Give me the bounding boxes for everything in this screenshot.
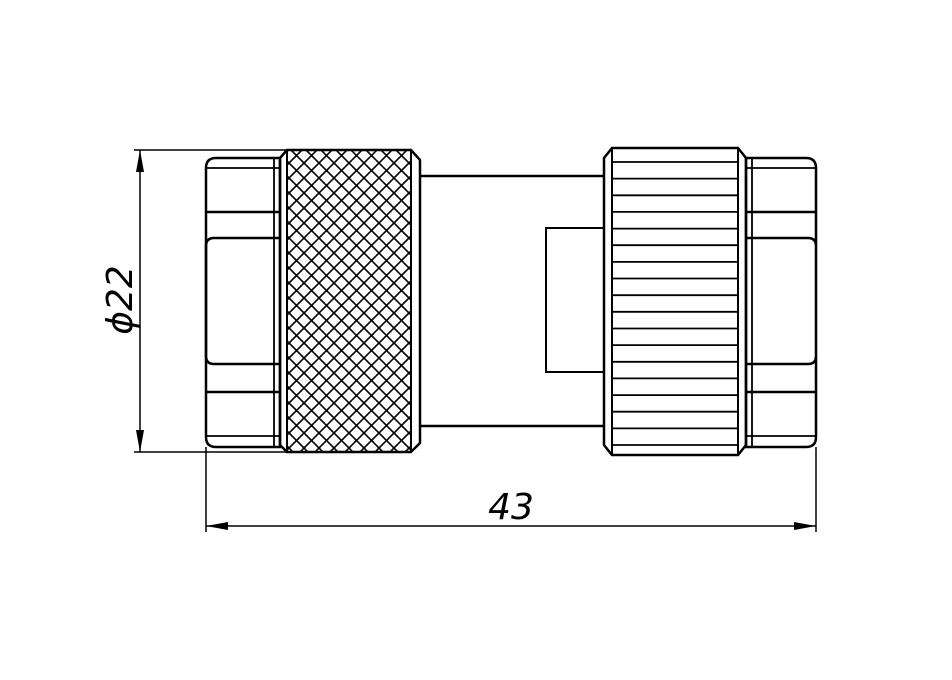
knurl-line [343, 385, 411, 452]
knurl-line [287, 150, 409, 271]
knurl-line [287, 235, 411, 361]
knurl-line [287, 295, 411, 421]
knurl-line [287, 160, 411, 286]
knurl-line [287, 536, 411, 660]
length-dimension-label: 43 [488, 487, 534, 528]
knurl-line [328, 370, 411, 452]
knurl-crosshatch [287, 150, 411, 680]
knurl-line [287, 280, 411, 406]
knurl-line [287, 445, 295, 452]
knurl-line [287, 190, 411, 316]
knurl-line [394, 150, 411, 166]
knurl-line [287, 461, 411, 585]
knurl-line [287, 150, 334, 196]
knurl-line [287, 150, 289, 151]
left-knurled-sleeve [278, 148, 422, 680]
knurl-line [379, 150, 411, 181]
knurl-line [287, 415, 325, 452]
knurl-line [287, 310, 411, 436]
knurl-line [287, 250, 411, 376]
knurl-line [287, 150, 304, 166]
knurl-line [287, 175, 411, 301]
knurl-line [287, 205, 411, 331]
knurl-line [287, 150, 379, 241]
center-body [420, 174, 604, 428]
knurl-line [287, 265, 411, 391]
knurl-line [287, 551, 411, 675]
knurl-line [403, 445, 411, 452]
right-hex-nut [744, 156, 818, 449]
knurl-line [287, 521, 411, 645]
knurl-line [373, 415, 411, 452]
knurl-line [287, 476, 411, 600]
knurl-line [287, 325, 411, 451]
knurl-line [287, 150, 394, 256]
knurl-line [287, 476, 411, 600]
knurl-line [287, 566, 411, 680]
sleeve-ribs [612, 161, 738, 446]
knurl-line [287, 150, 364, 226]
knurl-line [287, 506, 411, 630]
knurl-line [287, 461, 411, 585]
diameter-dimension-label: ϕ22 [100, 265, 141, 335]
knurl-line [358, 400, 411, 452]
knurl-line [287, 491, 411, 615]
knurl-line [287, 521, 411, 645]
knurl-line [287, 150, 319, 181]
right-ribbed-sleeve [602, 146, 748, 457]
knurl-line [287, 506, 411, 630]
diameter-dimension [134, 149, 287, 453]
knurl-line [364, 150, 411, 196]
knurl-line [287, 536, 411, 660]
knurl-line [287, 150, 349, 211]
knurl-line [349, 150, 411, 211]
left-hex-nut [204, 156, 282, 449]
knurl-line [287, 566, 411, 680]
knurl-line [298, 340, 411, 452]
knurl-line [409, 150, 411, 151]
knurl-line [287, 220, 411, 346]
knurl-line [287, 551, 411, 675]
knurl-line [313, 355, 411, 452]
length-dimension [205, 447, 817, 532]
knurl-line [287, 400, 340, 452]
knurl-line [287, 491, 411, 615]
